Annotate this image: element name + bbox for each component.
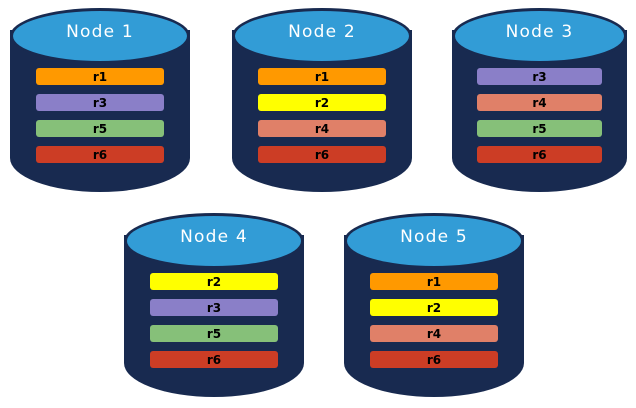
replica-bar-r1[interactable]: r1 <box>258 68 386 85</box>
replica-bar-r1[interactable]: r1 <box>36 68 164 85</box>
node-label: Node 2 <box>288 22 356 42</box>
replica-bar-r5[interactable]: r5 <box>477 120 602 137</box>
replica-bar-r6[interactable]: r6 <box>258 146 386 163</box>
node-label: Node 1 <box>66 22 134 42</box>
node-cylinder-3[interactable]: Node 3 r3 r4 r5 r6 <box>452 8 627 192</box>
node-cylinder-4[interactable]: Node 4 r2 r3 r5 r6 <box>124 213 304 397</box>
cylinder-top-disc <box>124 213 304 269</box>
cylinder-top-disc <box>344 213 524 269</box>
replica-bar-r1[interactable]: r1 <box>370 273 498 290</box>
cylinder-top-disc <box>452 8 627 64</box>
node-cylinder-2[interactable]: Node 2 r1 r2 r4 r6 <box>232 8 412 192</box>
cylinder-shape <box>10 8 190 192</box>
cylinder-shape <box>124 213 304 397</box>
node-label: Node 3 <box>505 22 574 42</box>
node-label: Node 5 <box>400 227 468 247</box>
replica-list: r1 r2 r4 r6 <box>232 68 412 163</box>
cylinder-shape <box>344 213 524 397</box>
replica-bar-r6[interactable]: r6 <box>370 351 498 368</box>
cylinder-shape <box>452 8 627 192</box>
replica-bar-r6[interactable]: r6 <box>150 351 278 368</box>
replica-bar-r6[interactable]: r6 <box>477 146 602 163</box>
replica-bar-r5[interactable]: r5 <box>36 120 164 137</box>
replica-bar-r3[interactable]: r3 <box>150 299 278 316</box>
replica-bar-r4[interactable]: r4 <box>258 120 386 137</box>
node-cylinder-5[interactable]: Node 5 r1 r2 r4 r6 <box>344 213 524 397</box>
replica-bar-r4[interactable]: r4 <box>477 94 602 111</box>
replica-bar-r3[interactable]: r3 <box>36 94 164 111</box>
node-label: Node 4 <box>180 227 248 247</box>
cylinder-top-disc <box>232 8 412 64</box>
replica-bar-r2[interactable]: r2 <box>258 94 386 111</box>
replica-list: r1 r3 r5 r6 <box>10 68 190 163</box>
node-cylinder-1[interactable]: Node 1 r1 r3 r5 r6 <box>10 8 190 192</box>
replica-bar-r6[interactable]: r6 <box>36 146 164 163</box>
replica-bar-r5[interactable]: r5 <box>150 325 278 342</box>
replica-list: r1 r2 r4 r6 <box>344 273 524 368</box>
replica-bar-r2[interactable]: r2 <box>370 299 498 316</box>
replica-bar-r3[interactable]: r3 <box>477 68 602 85</box>
cylinder-top-disc <box>10 8 190 64</box>
replica-bar-r4[interactable]: r4 <box>370 325 498 342</box>
cylinder-shape <box>232 8 412 192</box>
replica-bar-r2[interactable]: r2 <box>150 273 278 290</box>
replica-list: r3 r4 r5 r6 <box>452 68 627 163</box>
replica-list: r2 r3 r5 r6 <box>124 273 304 368</box>
